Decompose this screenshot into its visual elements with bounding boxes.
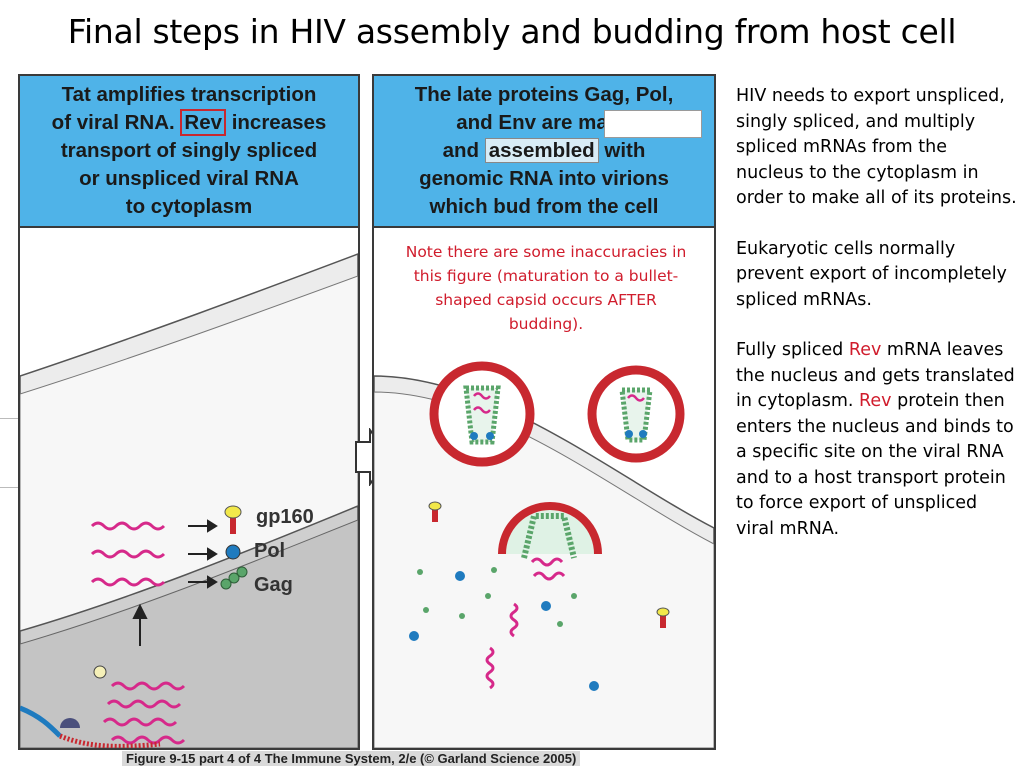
right-header-line-2: and Env are made: [456, 111, 632, 134]
right-panel-illustration: [374, 361, 714, 748]
left-header-line-2b: increases: [226, 111, 327, 134]
p3-text-b: mRNA leaves the nucleus and gets transla…: [736, 340, 1015, 411]
left-header-line-5: to cytoplasm: [125, 195, 253, 218]
rev-highlight: Rev: [180, 109, 226, 136]
right-header-line-3b: with: [598, 139, 646, 162]
left-panel-header: Tat amplifies transcription of viral RNA…: [20, 76, 358, 228]
left-header-line-4: or unspliced viral RNA: [79, 167, 299, 190]
left-panel: Tat amplifies transcription of viral RNA…: [18, 74, 360, 750]
right-panel: The late proteins Gag, Pol, and Env are …: [372, 74, 716, 750]
rev-term-1: Rev: [848, 340, 882, 360]
membrane-spikes: [428, 501, 670, 628]
free-rna-2: [509, 602, 519, 638]
budding-virion: [498, 502, 602, 581]
left-panel-illustration: [20, 253, 358, 748]
pol-icon: [225, 544, 241, 560]
gag-label: Gag: [254, 574, 293, 596]
right-header-line-3a: and: [442, 139, 485, 162]
polymerase-icon: [60, 718, 80, 728]
slide-title: Final steps in HIV assembly and budding …: [67, 12, 957, 51]
p3-text-c: protein then enters the nucleus and bind…: [736, 391, 1014, 539]
gp160-label: gp160: [256, 506, 314, 528]
mrna-1: [90, 521, 166, 531]
left-header-line-2a: of viral RNA.: [51, 111, 181, 134]
gag-icon: [220, 566, 248, 590]
redaction-box: [604, 110, 702, 138]
inaccuracy-note: Note there are some inaccuracies in this…: [405, 243, 687, 333]
right-header-line-1: The late proteins Gag, Pol,: [414, 83, 674, 106]
explanation-paragraph-1: HIV needs to export unspliced, singly sp…: [736, 86, 1017, 208]
figure-caption: Figure 9-15 part 4 of 4 The Immune Syste…: [122, 751, 581, 766]
pol-label: Pol: [254, 540, 286, 562]
left-header-text: Tat amplifies transcription of viral RNA…: [46, 81, 333, 221]
provirus-dna: [59, 733, 161, 748]
explanation-text: HIV needs to export unspliced, singly sp…: [736, 84, 1020, 567]
nucleus: [20, 519, 358, 748]
gp160-icon: [224, 505, 242, 534]
left-header-line-1: Tat amplifies transcription: [61, 83, 317, 106]
right-header-line-4: genomic RNA into virions: [419, 167, 669, 190]
explanation-paragraph-2: Eukaryotic cells normally prevent export…: [736, 238, 1007, 310]
host-dna: [20, 705, 62, 738]
assembled-highlight: assembled: [484, 138, 599, 163]
mature-virion-2: [587, 365, 685, 463]
p3-text-a: Fully spliced: [736, 340, 849, 360]
export-arrow: [132, 603, 148, 646]
cytoplasm: [374, 391, 714, 748]
free-rna: [485, 646, 495, 690]
explanation-paragraph-3: Fully spliced Rev mRNA leaves the nucleu…: [736, 338, 1020, 542]
mature-virion-1: [429, 361, 535, 467]
cytoplasm-mrnas: [90, 521, 166, 587]
free-gag-proteins: [417, 567, 577, 627]
free-pol-proteins: [409, 571, 599, 691]
left-header-line-3: transport of singly spliced: [60, 139, 318, 162]
mrna-2: [90, 549, 166, 559]
right-panel-header: The late proteins Gag, Pol, and Env are …: [374, 76, 714, 228]
rev-term-2: Rev: [859, 391, 892, 411]
nuclear-rnas: [102, 681, 186, 745]
mrna-3: [90, 577, 166, 587]
tat-icon: [93, 665, 107, 679]
translation-arrows: [188, 519, 218, 589]
right-header-text: The late proteins Gag, Pol, and Env are …: [409, 81, 680, 221]
right-header-line-5: which bud from the cell: [429, 195, 659, 218]
